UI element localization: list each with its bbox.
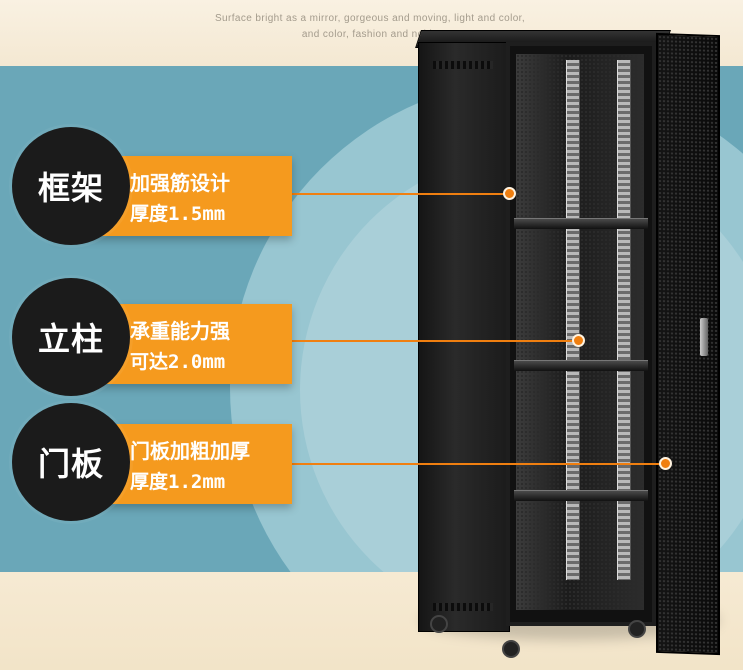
feature-spec: 厚度1.5mm xyxy=(130,203,226,225)
side-vent xyxy=(433,61,493,69)
mounting-rail xyxy=(566,60,580,580)
callout-dot-column xyxy=(572,334,585,347)
feature-title: 承重能力强 xyxy=(130,319,230,343)
cabinet-door xyxy=(656,32,720,656)
feature-title: 加强筋设计 xyxy=(130,171,230,195)
feature-title: 门板加粗加厚 xyxy=(130,439,250,463)
side-vent xyxy=(433,603,493,611)
feature-badge-frame: 框架 xyxy=(12,127,130,245)
callout-dot-frame xyxy=(503,187,516,200)
feature-spec: 厚度1.2mm xyxy=(130,471,226,493)
cabinet-side-panel xyxy=(418,42,510,632)
feature-badge-column: 立柱 xyxy=(12,278,130,396)
tagline-line-1: Surface bright as a mirror, gorgeous and… xyxy=(214,13,526,24)
callout-dot-door xyxy=(659,457,672,470)
callout-line-door xyxy=(290,463,665,465)
mounting-rail xyxy=(617,60,631,580)
cabinet-shelf xyxy=(514,360,648,371)
door-handle-icon xyxy=(700,318,708,356)
caster-wheel-icon xyxy=(430,615,448,633)
cabinet-shelf xyxy=(514,490,648,501)
callout-line-frame xyxy=(290,193,508,195)
cabinet-shelf xyxy=(514,218,648,229)
tagline-line-2: and color, fashion and noble xyxy=(301,29,439,40)
feature-spec: 可达2.0mm xyxy=(130,351,226,373)
caster-wheel-icon xyxy=(502,640,520,658)
callout-line-column xyxy=(290,340,578,342)
feature-badge-door: 门板 xyxy=(12,403,130,521)
caster-wheel-icon xyxy=(628,620,646,638)
